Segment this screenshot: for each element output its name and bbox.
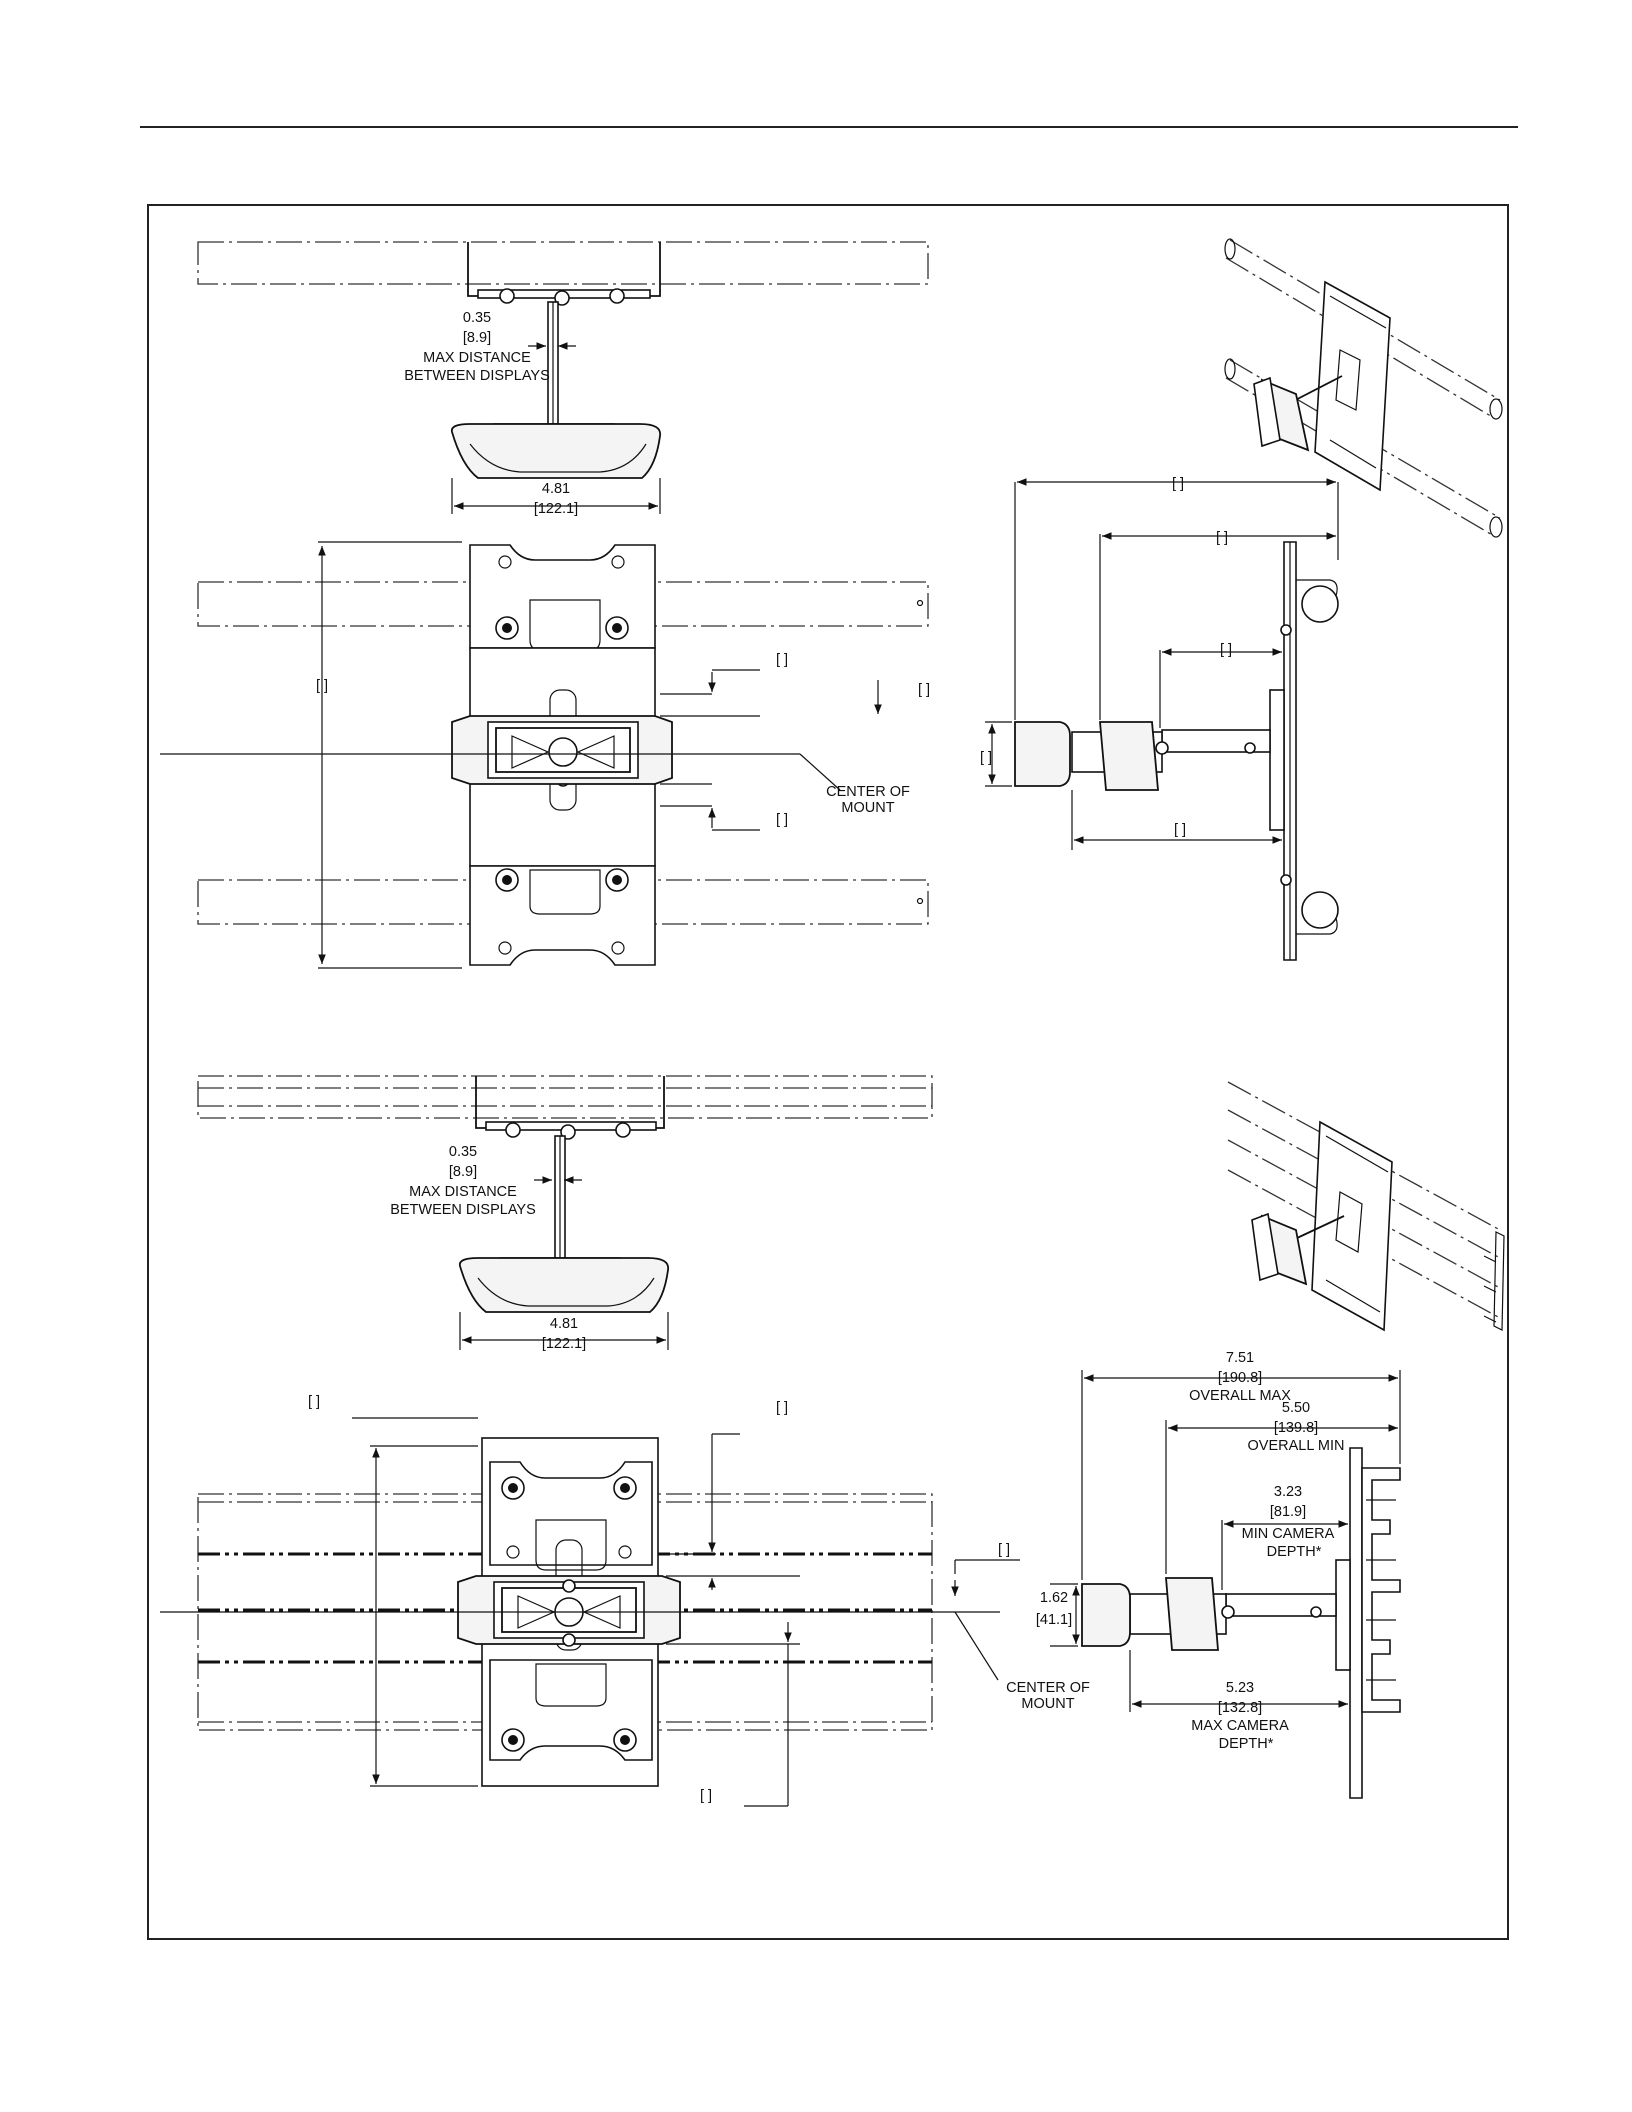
bottom-side-view [1081, 1447, 1401, 1799]
bottom-side-dimensions: 7.51 [190.8] OVERALL MAX 5.50 [139.8] OV… [1036, 1350, 1401, 1752]
side-min-camera-bracket: [ ] [1220, 642, 1232, 658]
bottom-width-inches: 4.81 [550, 1316, 578, 1332]
bottom-center-label-1: CENTER OF [1006, 1680, 1090, 1696]
top-side-dimensions: [ ] [ ] [ ] [ ] [ ] [980, 476, 1339, 850]
min-camera-note-2: DEPTH* [1267, 1544, 1322, 1560]
height-inches: 1.62 [1040, 1590, 1068, 1606]
bottom-front-dimensions: [ ] [ ] [ ] [ ] CENTER OF MOUNT [308, 1394, 1090, 1807]
overall-max-note: OVERALL MAX [1189, 1388, 1291, 1404]
min-camera-note-1: MIN CAMERA [1242, 1526, 1335, 1542]
bottom-center-label-2: MOUNT [1021, 1696, 1074, 1712]
bottom-gap-dimension: 0.35 [8.9] MAX DISTANCE BETWEEN DISPLAYS [390, 1144, 582, 1218]
bottom-height-bracket: [ ] [308, 1394, 320, 1410]
bottom-gap-note-2: BETWEEN DISPLAYS [390, 1202, 536, 1218]
top-gap-inches: 0.35 [463, 310, 491, 326]
top-gap-mm: [8.9] [463, 330, 491, 346]
side-overall-min-bracket: [ ] [1216, 530, 1228, 546]
overall-min-note: OVERALL MIN [1248, 1438, 1345, 1454]
drawing-frame [147, 204, 1509, 1940]
max-camera-note-2: DEPTH* [1219, 1736, 1274, 1752]
height-mm: [41.1] [1036, 1612, 1072, 1628]
bottom-front-view [160, 1437, 1000, 1787]
bottom-dim-bracket-b: [ ] [700, 1788, 712, 1804]
iso-view-pole [1224, 238, 1503, 538]
bottom-gap-mm: [8.9] [449, 1164, 477, 1180]
top-center-label-1: CENTER OF [826, 784, 910, 800]
bottom-gap-note-1: MAX DISTANCE [409, 1184, 517, 1200]
bottom-width-dimension: 4.81 [122.1] [459, 1312, 669, 1352]
top-width-dimension: 4.81 [122.1] [451, 478, 661, 517]
max-camera-note-1: MAX CAMERA [1191, 1718, 1289, 1734]
iso-view-rail [1227, 1081, 1505, 1332]
top-dim-bracket-a: [ ] [776, 652, 788, 668]
top-side-view [1014, 541, 1339, 961]
bottom-dim-bracket-c: [ ] [998, 1542, 1010, 1558]
side-max-camera-bracket: [ ] [1174, 822, 1186, 838]
top-gap-note-1: MAX DISTANCE [423, 350, 531, 366]
top-gap-note-2: BETWEEN DISPLAYS [404, 368, 550, 384]
max-camera-mm: [132.8] [1218, 1700, 1262, 1716]
top-gap-dimension: 0.35 [8.9] MAX DISTANCE BETWEEN DISPLAYS [404, 310, 576, 384]
bottom-dim-bracket-a: [ ] [776, 1400, 788, 1416]
side-height-bracket: [ ] [980, 750, 992, 766]
bottom-gap-inches: 0.35 [449, 1144, 477, 1160]
top-front-dimensions: [ ] [ ] [ ] [ ] CENTER OF MOUNT [316, 541, 930, 969]
top-front-view [160, 544, 929, 966]
overall-min-inches: 5.50 [1282, 1400, 1310, 1416]
side-overall-max-bracket: [ ] [1172, 476, 1184, 492]
top-dim-bracket-c: [ ] [918, 682, 930, 698]
top-view-pole [197, 241, 929, 479]
min-camera-inches: 3.23 [1274, 1484, 1302, 1500]
top-width-mm: [122.1] [534, 501, 578, 517]
max-camera-inches: 5.23 [1226, 1680, 1254, 1696]
top-center-label-2: MOUNT [841, 800, 894, 816]
top-height-bracket: [ ] [316, 678, 328, 694]
bottom-width-mm: [122.1] [542, 1336, 586, 1352]
overall-max-mm: [190.8] [1218, 1370, 1262, 1386]
header-rule [140, 126, 1518, 128]
min-camera-mm: [81.9] [1270, 1504, 1306, 1520]
overall-max-inches: 7.51 [1226, 1350, 1254, 1366]
top-width-inches: 4.81 [542, 481, 570, 497]
overall-min-mm: [139.8] [1274, 1420, 1318, 1436]
top-dim-bracket-b: [ ] [776, 812, 788, 828]
bottom-top-view-rail [197, 1075, 933, 1313]
